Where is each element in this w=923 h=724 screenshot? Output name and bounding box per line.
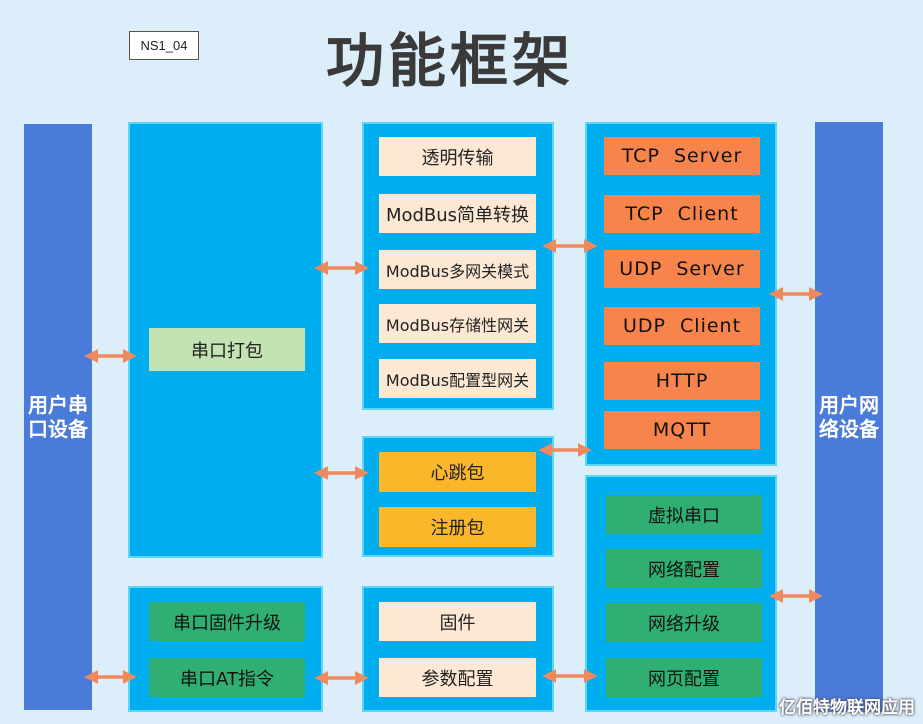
- firmware-box: 固件: [379, 602, 536, 641]
- web-config-box: 网页配置: [606, 658, 762, 697]
- tcp-server-box: TCP Server: [604, 137, 760, 175]
- mode-modbus-multi-gateway-box: ModBus多网关模式: [379, 250, 536, 289]
- virtual-serial-box: 虚拟串口: [606, 495, 762, 534]
- serial-firmware-upgrade-box: 串口固件升级: [149, 602, 305, 641]
- heartbeat-packet-box: 心跳包: [379, 452, 536, 492]
- protocol-panel: [585, 122, 777, 466]
- model-tag: NS1_04: [129, 31, 199, 60]
- serial-at-command-box: 串口AT指令: [149, 658, 305, 697]
- mode-modbus-storage-gateway-box: ModBus存储性网关: [379, 304, 536, 343]
- parameter-config-box: 参数配置: [379, 658, 536, 697]
- mode-modbus-config-gateway-box: ModBus配置型网关: [379, 359, 536, 398]
- udp-server-box: UDP Server: [604, 250, 760, 288]
- mode-transparent-box: 透明传输: [379, 137, 536, 176]
- network-config-box: 网络配置: [606, 549, 762, 588]
- mqtt-box: MQTT: [604, 411, 760, 449]
- http-box: HTTP: [604, 362, 760, 400]
- mode-modbus-simple-box: ModBus简单转换: [379, 194, 536, 233]
- user-network-device-bar: 用户网 络设备: [815, 122, 883, 712]
- serial-packing-box: 串口打包: [149, 328, 305, 371]
- watermark-text: 亿佰特物联网应用: [779, 698, 915, 718]
- register-packet-box: 注册包: [379, 507, 536, 547]
- network-upgrade-box: 网络升级: [606, 603, 762, 642]
- udp-client-box: UDP Client: [604, 307, 760, 345]
- page-title: 功能框架: [325, 27, 574, 95]
- tcp-client-box: TCP Client: [604, 195, 760, 233]
- user-serial-device-bar: 用户串 口设备: [24, 124, 92, 710]
